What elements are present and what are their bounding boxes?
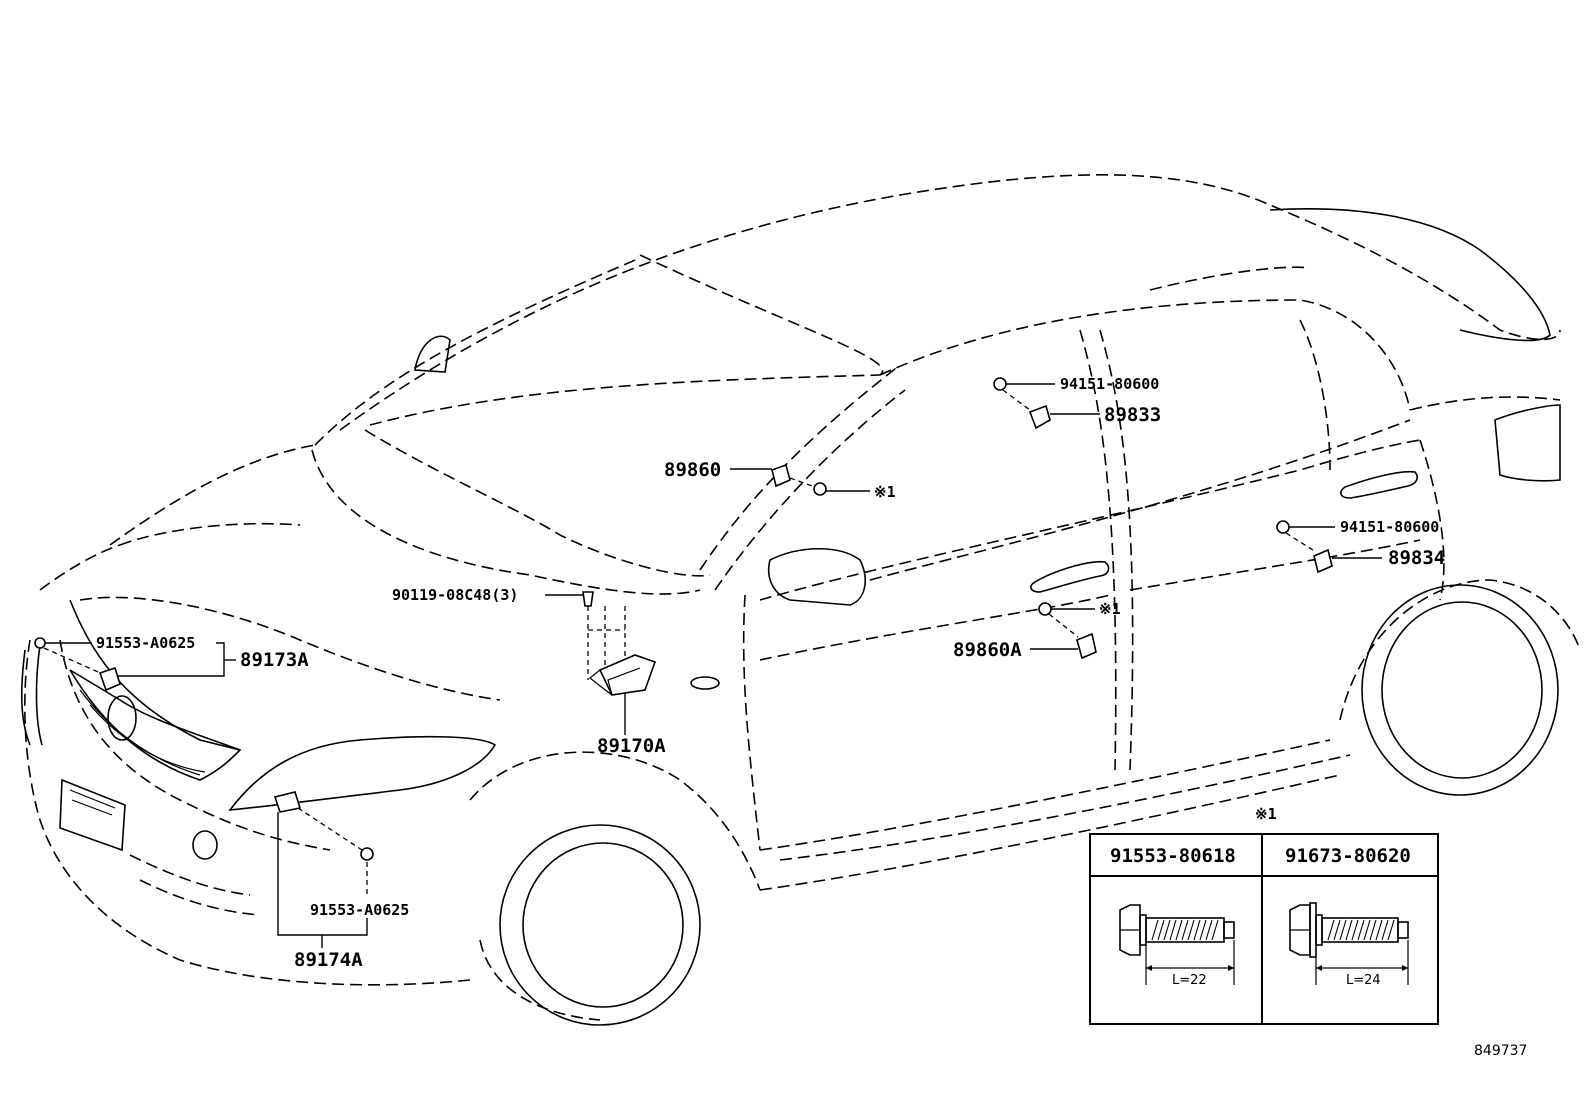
bolt-mark1-b (1038, 602, 1052, 616)
car-outline (20, 174, 1581, 1026)
label-89834: 89834 (1388, 547, 1445, 569)
sensor-89834 (1313, 548, 1333, 574)
label-89170A: 89170A (597, 735, 666, 757)
inset-title: ※1 (1255, 805, 1277, 823)
sensor-89170A (598, 654, 657, 696)
part-labels: 94151-80600 89833 89860 ※1 94151-80600 8… (96, 375, 1445, 971)
sensor-89173A (98, 666, 121, 692)
nut-94151-top (993, 377, 1007, 391)
label-91553-bottom: 91553-A0625 (310, 901, 409, 919)
label-89833: 89833 (1104, 404, 1161, 426)
leader-lines (45, 383, 1382, 948)
label-mark1-b: ※1 (1099, 600, 1121, 618)
inset-col1-part: 91553-80618 (1110, 845, 1236, 867)
label-mark1-a: ※1 (874, 483, 896, 501)
reference-code: 849737 (1474, 1043, 1527, 1059)
inset-col2-part: 91673-80620 (1285, 845, 1411, 867)
label-89173A: 89173A (240, 649, 309, 671)
nut-94151-mid (1276, 520, 1290, 534)
label-91553-left: 91553-A0625 (96, 634, 195, 652)
label-94151-top: 94151-80600 (1060, 375, 1159, 393)
bolt-mark1-a (813, 482, 827, 496)
sensor-89860 (771, 463, 791, 488)
sensor-89174A (273, 791, 302, 813)
bolt-91553-bottom (360, 847, 374, 861)
label-89174A: 89174A (294, 949, 363, 971)
label-90119: 90119-08C48(3) (392, 586, 518, 604)
inset-frame (1089, 833, 1439, 1025)
parts (34, 377, 1333, 895)
bolt-91553-left (34, 637, 46, 649)
inset-col1-length: L=22 (1172, 973, 1207, 988)
label-94151-mid: 94151-80600 (1340, 518, 1439, 536)
bolt-90119 (582, 591, 594, 607)
bolt-icon-91553 (1119, 904, 1235, 985)
label-89860: 89860 (664, 459, 721, 481)
sensor-89833 (1028, 404, 1051, 430)
bolt-spec-inset: ※1 91553-80618 91673-80620 (1089, 805, 1439, 1025)
label-89860A: 89860A (953, 639, 1022, 661)
bolt-icon-91673 (1289, 902, 1409, 985)
inset-col2-length: L=24 (1346, 973, 1381, 988)
sensor-89860A (1076, 632, 1097, 660)
